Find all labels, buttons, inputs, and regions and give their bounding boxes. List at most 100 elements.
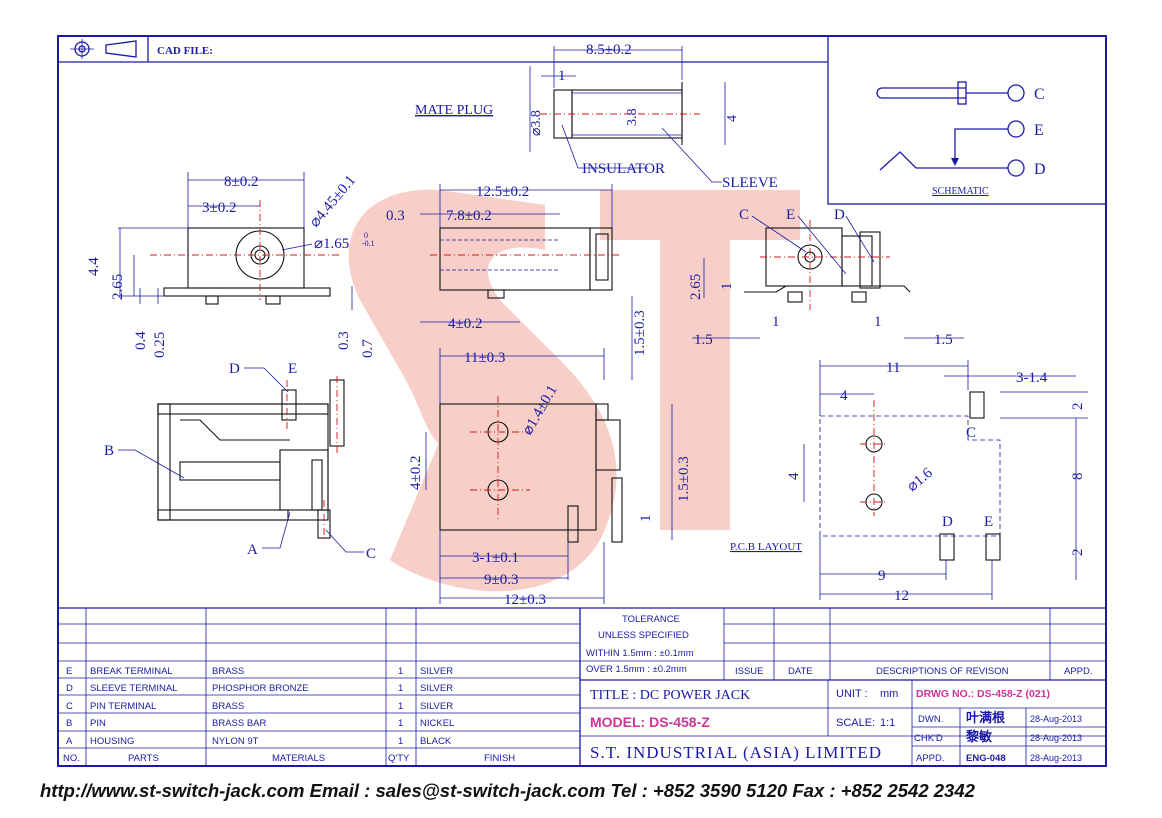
sleeve-label: SLEEVE bbox=[722, 175, 778, 191]
bottom-dim-9: 9±0.3 bbox=[484, 572, 518, 588]
table-row: E BREAK TERMINAL BRASS 1 SILVER bbox=[66, 666, 453, 677]
schematic-panel: C E D SCHEMATIC bbox=[827, 35, 1107, 205]
plug-sleeve-inner: 3.8 bbox=[625, 109, 640, 127]
schematic-title: SCHEMATIC bbox=[932, 186, 989, 197]
front-inner-tol-top: 0 bbox=[364, 231, 368, 240]
side-dim-03-bottom: 0.3 bbox=[336, 331, 352, 350]
side-dim-03-top: 0.3 bbox=[386, 208, 405, 224]
plug-sleeve-outer: 4 bbox=[725, 115, 740, 122]
section-label-b: B bbox=[104, 443, 114, 459]
svg-text:BRASS: BRASS bbox=[212, 666, 244, 677]
table-row: B PIN BRASS BAR 1 NICKEL bbox=[66, 718, 454, 729]
svg-text:C: C bbox=[66, 701, 73, 712]
table-row: D SLEEVE TERMINAL PHOSPHOR BRONZE 1 SILV… bbox=[66, 683, 453, 694]
tolerance-within: WITHIN 1.5mm : ±0.1mm bbox=[586, 648, 694, 659]
rear-dim-1-mid: 1 bbox=[772, 314, 780, 330]
plug-length-dim: 8.5±0.2 bbox=[586, 42, 632, 58]
dwn-name: 叶满根 bbox=[966, 710, 1006, 725]
pcb-label-c: C bbox=[966, 425, 976, 441]
pcb-dim-8: 8 bbox=[1070, 473, 1086, 481]
svg-text:SILVER: SILVER bbox=[420, 683, 453, 694]
rear-dim-15-right: 1.5 bbox=[934, 332, 953, 348]
svg-text:A: A bbox=[66, 736, 73, 747]
svg-text:BRASS BAR: BRASS BAR bbox=[212, 718, 267, 729]
revision-issue-header: ISSUE bbox=[735, 666, 764, 677]
svg-text:NICKEL: NICKEL bbox=[420, 718, 454, 729]
front-view: 8±0.2 3±0.2 ⌀4.45±0.1 ⌀1.65 0 -0.1 4.4 2… bbox=[86, 172, 375, 358]
svg-text:PIN: PIN bbox=[90, 718, 106, 729]
pcb-dim-4-h: 4 bbox=[840, 388, 848, 404]
front-inner-dia: ⌀1.65 bbox=[314, 236, 349, 252]
plug-insulator-dia: ⌀3.8 bbox=[529, 110, 544, 136]
svg-text:PHOSPHOR BRONZE: PHOSPHOR BRONZE bbox=[212, 683, 309, 694]
chkd-name: 黎敏 bbox=[966, 729, 993, 744]
mate-plug-view: MATE PLUG 8.5±0.2 1 ⌀3.8 3.8 4 INSULATOR… bbox=[415, 42, 778, 191]
svg-text:BRASS: BRASS bbox=[212, 701, 244, 712]
pcb-dim-4-v: 4 bbox=[786, 472, 802, 480]
table-row: A HOUSING NYLON 9T 1 BLACK bbox=[66, 736, 452, 747]
svg-text:SILVER: SILVER bbox=[420, 666, 453, 677]
section-label-e: E bbox=[288, 361, 297, 377]
rear-dim-1-right: 1 bbox=[874, 314, 882, 330]
unit-label: UNIT : bbox=[836, 688, 868, 700]
svg-text:HOUSING: HOUSING bbox=[90, 736, 134, 747]
scale-value: 1:1 bbox=[880, 717, 895, 729]
pcb-dim-2-bottom: 2 bbox=[1070, 549, 1086, 557]
svg-text:B: B bbox=[66, 718, 72, 729]
svg-text:1: 1 bbox=[398, 701, 403, 712]
tolerance-subtitle: UNLESS SPECIFIED bbox=[598, 630, 689, 641]
svg-text:E: E bbox=[66, 666, 72, 677]
unit-value: mm bbox=[880, 688, 898, 700]
header-materials: MATERIALS bbox=[272, 753, 325, 764]
svg-text:1: 1 bbox=[398, 736, 403, 747]
svg-text:PIN TERMINAL: PIN TERMINAL bbox=[90, 701, 156, 712]
svg-text:D: D bbox=[66, 683, 73, 694]
appd-name: ENG-048 bbox=[966, 753, 1006, 764]
bottom-dim-31: 3-1±0.1 bbox=[472, 550, 519, 566]
front-dim-3: 3±0.2 bbox=[202, 200, 236, 216]
rear-label-e: E bbox=[786, 207, 795, 223]
bottom-dim-11: 11±0.3 bbox=[464, 350, 505, 366]
bottom-dim-15: 1.5±0.3 bbox=[676, 456, 692, 502]
side-dim-4: 4±0.2 bbox=[448, 316, 482, 332]
appd-label: APPD. bbox=[916, 753, 945, 764]
scale-label: SCALE: bbox=[836, 717, 875, 729]
front-height-dim: 4.4 bbox=[86, 257, 102, 276]
header-qty: Q'TY bbox=[388, 753, 410, 764]
appd-date: 28-Aug-2013 bbox=[1030, 753, 1082, 763]
front-width-dim: 8±0.2 bbox=[224, 174, 258, 190]
contact-footer: http://www.st-switch-jack.com Email : sa… bbox=[40, 780, 975, 801]
revision-descriptions-header: DESCRIPTIONS OF REVISON bbox=[876, 666, 1009, 677]
bottom-dim-4: 4±0.2 bbox=[408, 456, 424, 490]
front-inner-tol-bottom: -0.1 bbox=[362, 239, 375, 248]
schematic-label-d: D bbox=[1034, 161, 1046, 178]
side-dim-78: 7.8±0.2 bbox=[446, 208, 492, 224]
mate-plug-title: MATE PLUG bbox=[415, 103, 493, 118]
rear-dim-1-left: 1 bbox=[719, 283, 735, 291]
pcb-layout: 11 3-1.4 4 2 4 ⌀1.6 8 2 C D E 9 12 P.C.B… bbox=[730, 360, 1088, 604]
front-outer-dia: ⌀4.45±0.1 bbox=[307, 173, 359, 231]
dwn-label: DWN. bbox=[918, 714, 943, 725]
section-view: D E B A C bbox=[104, 361, 376, 562]
rear-dim-265: 2.65 bbox=[688, 274, 704, 300]
plug-dim-1: 1 bbox=[558, 68, 566, 84]
chkd-label: CHK'D bbox=[914, 733, 943, 744]
insulator-label: INSULATOR bbox=[582, 161, 665, 177]
pcb-dim-2-top: 2 bbox=[1070, 403, 1086, 411]
svg-text:1: 1 bbox=[398, 718, 403, 729]
svg-text:1: 1 bbox=[398, 683, 403, 694]
svg-text:BREAK TERMINAL: BREAK TERMINAL bbox=[90, 666, 173, 677]
front-center-dim: 2.65 bbox=[110, 274, 126, 300]
pcb-label-e: E bbox=[984, 514, 993, 530]
pcb-label-d: D bbox=[942, 514, 953, 530]
pcb-dim-11: 11 bbox=[886, 360, 900, 376]
bottom-dim-1: 1 bbox=[638, 515, 654, 523]
svg-text:SILVER: SILVER bbox=[420, 701, 453, 712]
sheet-border bbox=[57, 35, 1107, 767]
section-label-c: C bbox=[366, 546, 376, 562]
header-parts: PARTS bbox=[128, 753, 159, 764]
bottom-dim-12: 12±0.3 bbox=[504, 592, 546, 608]
st-watermark bbox=[348, 189, 800, 592]
dwn-date: 28-Aug-2013 bbox=[1030, 714, 1082, 724]
